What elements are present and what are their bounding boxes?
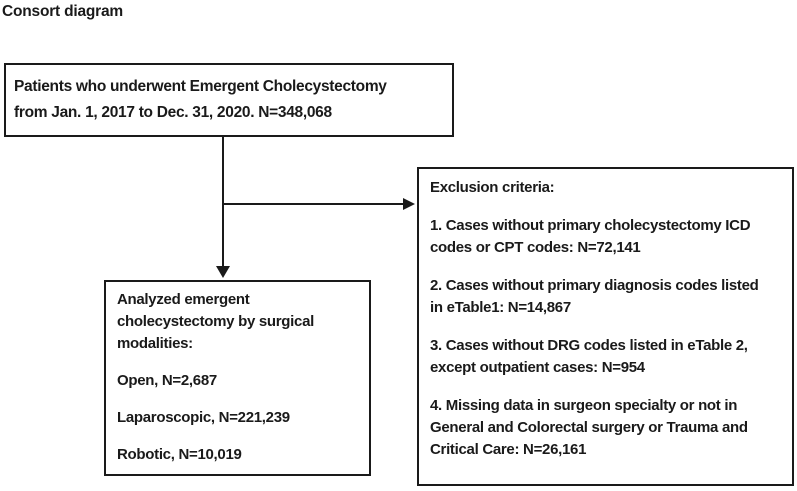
diagram-title: Consort diagram (2, 3, 124, 20)
modalities-heading-line-2: cholecystectomy by surgical (117, 313, 314, 330)
exclusion-item-2: 2. Cases without primary diagnosis codes… (430, 275, 784, 319)
exclusion-item-3-line-2: except outpatient cases: N=954 (430, 359, 645, 376)
exclusion-item-4-line-1: 4. Missing data in surgeon specialty or … (430, 397, 738, 414)
exclusion-item-2-line-1: 2. Cases without primary diagnosis codes… (430, 277, 759, 294)
exclusion-item-4: 4. Missing data in surgeon specialty or … (430, 395, 784, 461)
exclusion-heading-text: Exclusion criteria: (430, 179, 555, 196)
arrow-right-icon (403, 198, 415, 210)
modalities-heading-line-3: modalities: (117, 335, 193, 352)
exclusion-item-3: 3. Cases without DRG codes listed in eTa… (430, 335, 784, 379)
exclusion-item-4-line-2: General and Colorectal surgery or Trauma… (430, 419, 748, 436)
modalities-heading-line-1: Analyzed emergent (117, 291, 250, 308)
exclusion-heading: Exclusion criteria: (430, 177, 784, 199)
modality-open: Open, N=2,687 (117, 372, 217, 389)
exclusion-item-1: 1. Cases without primary cholecystectomy… (430, 215, 784, 259)
patients-box-line-2: from Jan. 1, 2017 to Dec. 31, 2020. N=34… (14, 104, 332, 121)
connector-vertical-line (222, 136, 224, 267)
exclusion-item-1-line-2: codes or CPT codes: N=72,141 (430, 239, 641, 256)
arrow-down-icon (216, 266, 230, 278)
patients-box: Patients who underwent Emergent Cholecys… (4, 63, 454, 137)
patients-box-line-1: Patients who underwent Emergent Cholecys… (14, 78, 387, 95)
exclusion-item-1-line-1: 1. Cases without primary cholecystectomy… (430, 217, 751, 234)
exclusion-item-3-line-1: 3. Cases without DRG codes listed in eTa… (430, 337, 748, 354)
modalities-box: Analyzed emergent cholecystectomy by sur… (104, 280, 371, 476)
modality-laparoscopic: Laparoscopic, N=221,239 (117, 409, 290, 426)
exclusion-item-2-line-2: in eTable1: N=14,867 (430, 299, 571, 316)
connector-horizontal-line (222, 203, 403, 205)
exclusion-box: Exclusion criteria: 1. Cases without pri… (417, 167, 794, 486)
modalities-heading: Analyzed emergent cholecystectomy by sur… (117, 289, 361, 355)
exclusion-item-4-line-3: Critical Care: N=26,161 (430, 441, 587, 458)
modality-robotic: Robotic, N=10,019 (117, 446, 242, 463)
